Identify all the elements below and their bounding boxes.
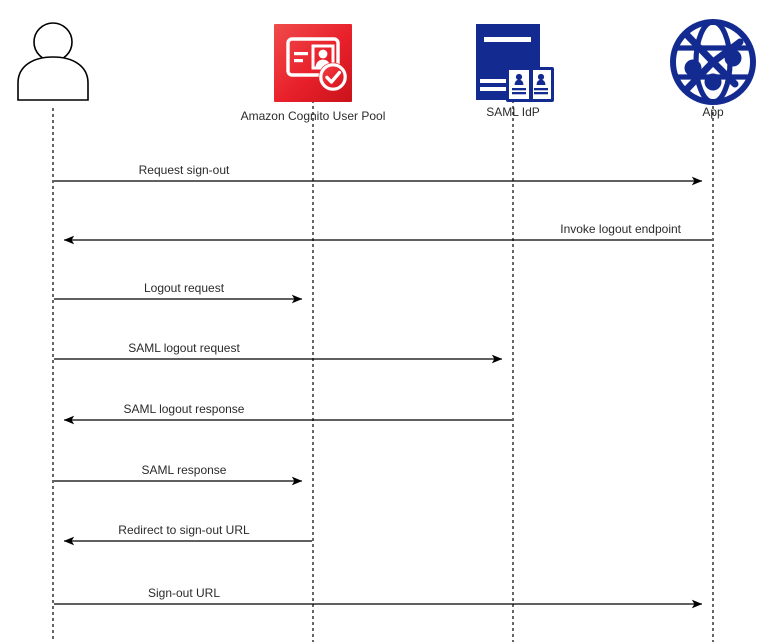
message-saml-logout-response[interactable]: SAML logout response [63, 402, 512, 425]
amazon-cognito-user-pool-icon[interactable] [274, 24, 352, 102]
actor-person-icon[interactable] [17, 22, 89, 101]
message-saml-logout-request[interactable]: SAML logout request [54, 341, 503, 364]
saml-idp-server-directory-icon[interactable] [476, 24, 554, 102]
message-invoke-logout-endpoint[interactable]: Invoke logout endpoint [63, 222, 712, 245]
message-logout-request[interactable]: Logout request [54, 281, 303, 304]
message-sign-out-url[interactable]: Sign-out URL [54, 586, 703, 609]
message-label: Logout request [144, 281, 225, 295]
message-label: Redirect to sign-out URL [118, 523, 250, 537]
app-globe-network-icon[interactable] [670, 19, 756, 105]
message-label: Sign-out URL [148, 586, 220, 600]
message-label: Request sign-out [139, 163, 230, 177]
message-saml-response[interactable]: SAML response [54, 463, 303, 486]
message-label: Invoke logout endpoint [560, 222, 681, 236]
participant-label-cognito: Amazon Cognito User Pool [241, 109, 386, 123]
participant-label-app: App [702, 105, 724, 119]
message-label: SAML logout request [128, 341, 240, 355]
message-redirect-to-sign-out-url[interactable]: Redirect to sign-out URL [63, 523, 312, 546]
lifelines-group [52, 100, 714, 642]
message-label: SAML logout response [124, 402, 245, 416]
participant-label-idp: SAML IdP [486, 105, 540, 119]
message-label: SAML response [142, 463, 227, 477]
message-request-sign-out[interactable]: Request sign-out [54, 163, 703, 186]
